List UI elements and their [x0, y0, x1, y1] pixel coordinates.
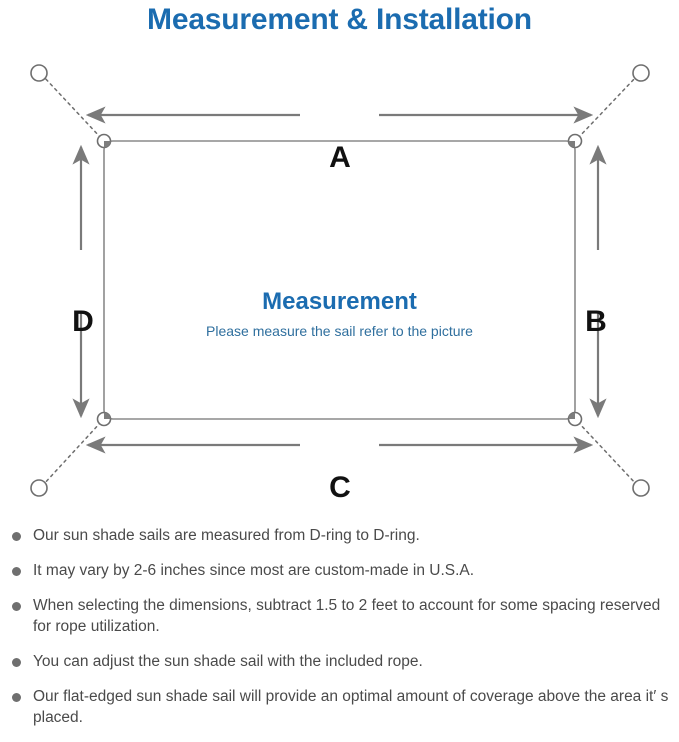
anchor-point-bottom-right	[632, 479, 650, 497]
anchor-point-bottom-left	[30, 479, 48, 497]
list-item: It may vary by 2-6 inches since most are…	[0, 560, 679, 581]
bullet-icon	[12, 532, 21, 541]
list-item: When selecting the dimensions, subtract …	[0, 595, 679, 637]
note-text: Our flat-edged sun shade sail will provi…	[33, 688, 669, 726]
rope-line-top-right	[577, 75, 638, 139]
rope-line-bottom-left	[42, 421, 102, 486]
dimension-label-c: C	[329, 471, 351, 504]
note-text: Our sun shade sails are measured from D-…	[33, 527, 420, 544]
list-item: Our flat-edged sun shade sail will provi…	[0, 686, 679, 728]
bullet-icon	[12, 567, 21, 576]
list-item: Our sun shade sails are measured from D-…	[0, 525, 679, 546]
sail-measurement-sublabel: Please measure the sail refer to the pic…	[206, 323, 473, 339]
bullet-icon	[12, 693, 21, 702]
note-text: When selecting the dimensions, subtract …	[33, 597, 661, 635]
bullet-icon	[12, 602, 21, 611]
d-ring-shoulders	[104, 141, 575, 419]
note-text: You can adjust the sun shade sail with t…	[33, 653, 423, 670]
rope-lines	[42, 75, 638, 486]
notes-list: Our sun shade sails are measured from D-…	[0, 525, 679, 742]
dimension-label-d: D	[72, 305, 94, 338]
dimension-label-a: A	[329, 141, 351, 174]
rope-line-bottom-right	[577, 421, 638, 486]
anchor-points	[30, 64, 650, 497]
sail-measurement-label: Measurement	[262, 288, 417, 315]
dimension-label-b: B	[585, 305, 607, 338]
sail-measurement-diagram: Measurement Please measure the sail refe…	[0, 45, 679, 515]
bullet-icon	[12, 658, 21, 667]
list-item: You can adjust the sun shade sail with t…	[0, 651, 679, 672]
sail-rectangle	[103, 140, 576, 420]
anchor-point-top-right	[632, 64, 650, 82]
anchor-point-top-left	[30, 64, 48, 82]
rope-line-top-left	[42, 75, 102, 139]
page-title: Measurement & Installation	[147, 3, 532, 36]
note-text: It may vary by 2-6 inches since most are…	[33, 562, 475, 579]
